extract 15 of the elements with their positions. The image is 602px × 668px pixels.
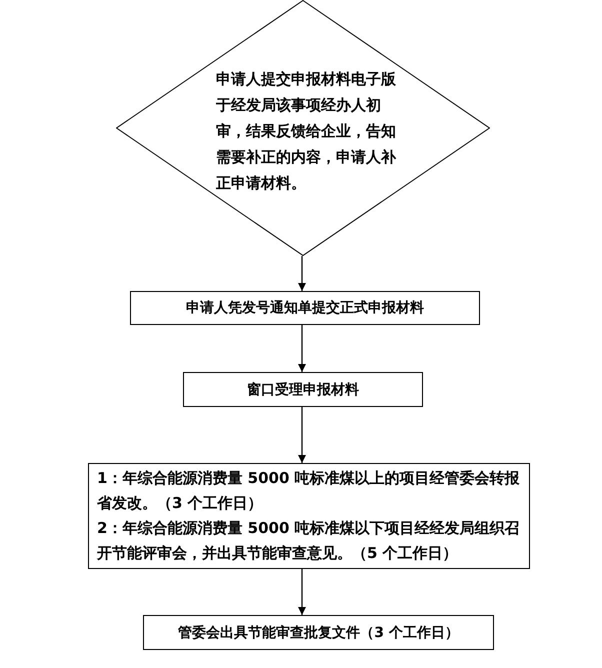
box-text: 2：年综合能源消费量 5000 吨标准煤以下项目经经发局组织召开节能评审会，并出具节能审查意见。（5 个工作日） [97,518,521,564]
box-text: 1：年综合能源消费量 5000 吨标准煤以上的项目经管委会转报省发改。（3 个工作日） [97,468,521,514]
arrow [298,256,306,291]
process-box [130,291,480,325]
process-box [183,372,423,407]
box-text: 窗口受理申报材料 [247,380,359,400]
box-text: 管委会出具节能审查批复文件（3 个工作日） [178,624,459,642]
arrow [298,407,306,463]
box-text: 申请人凭发号通知单提交正式申报材料 [186,298,424,318]
arrow [298,325,306,372]
process-box [143,615,494,650]
process-box [88,463,530,569]
decision-diamond [116,0,490,256]
arrow [298,569,306,615]
diamond-text: 申请人提交申报材料电子版于经发局该事项经办人初审，结果反馈给企业，告知需要补正的内容，申请人补正申请材料。 [216,69,398,194]
